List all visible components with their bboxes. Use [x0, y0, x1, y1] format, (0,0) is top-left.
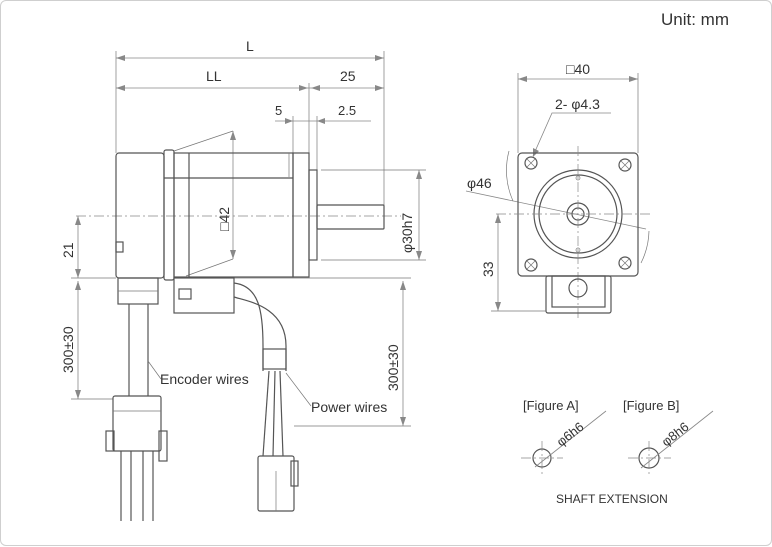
figure-b-dimension: φ8h6	[659, 419, 692, 449]
dim-25: 25	[340, 68, 356, 84]
side-view-dimensions: L LL 25 5 2.5 □42 φ30h7 21 300±30	[60, 38, 426, 427]
motor-side-view	[76, 149, 401, 521]
encoder-leader	[147, 360, 162, 380]
figure-a-label: [Figure A]	[523, 398, 579, 413]
figure-a-shaft: φ6h6	[521, 410, 607, 476]
dim-2-5: 2.5	[338, 103, 356, 118]
power-leader	[285, 372, 312, 407]
figure-a-dimension: φ6h6	[554, 419, 587, 449]
figure-b-shaft: φ8h6	[628, 410, 714, 476]
figure-b-label: [Figure B]	[623, 398, 679, 413]
dim-shaft-diameter: φ30h7	[399, 213, 415, 253]
dim-encoder-cable-length: 300±30	[60, 326, 76, 373]
unit-label: Unit: mm	[661, 10, 729, 29]
dim-L: L	[246, 38, 254, 54]
dim-21: 21	[60, 242, 76, 258]
dim-holes: 2- φ4.3	[555, 96, 600, 112]
shaft-extension: [Figure A] [Figure B] φ6h6 φ8h6 SHAFT EX…	[521, 398, 714, 506]
dim-pcd: φ46	[467, 175, 492, 191]
dim-square-40: □40	[566, 61, 590, 77]
encoder-wires-label: Encoder wires	[160, 371, 249, 387]
dim-LL: LL	[206, 68, 222, 84]
dim-square-42: □42	[216, 207, 232, 231]
dim-33: 33	[480, 261, 496, 277]
power-wires-label: Power wires	[311, 399, 387, 415]
dim-5: 5	[275, 103, 282, 118]
dim-power-cable-length: 300±30	[385, 344, 401, 391]
motor-front-view: □40 2- φ4.3 φ46 33	[465, 61, 651, 319]
shaft-extension-title: SHAFT EXTENSION	[556, 492, 668, 506]
